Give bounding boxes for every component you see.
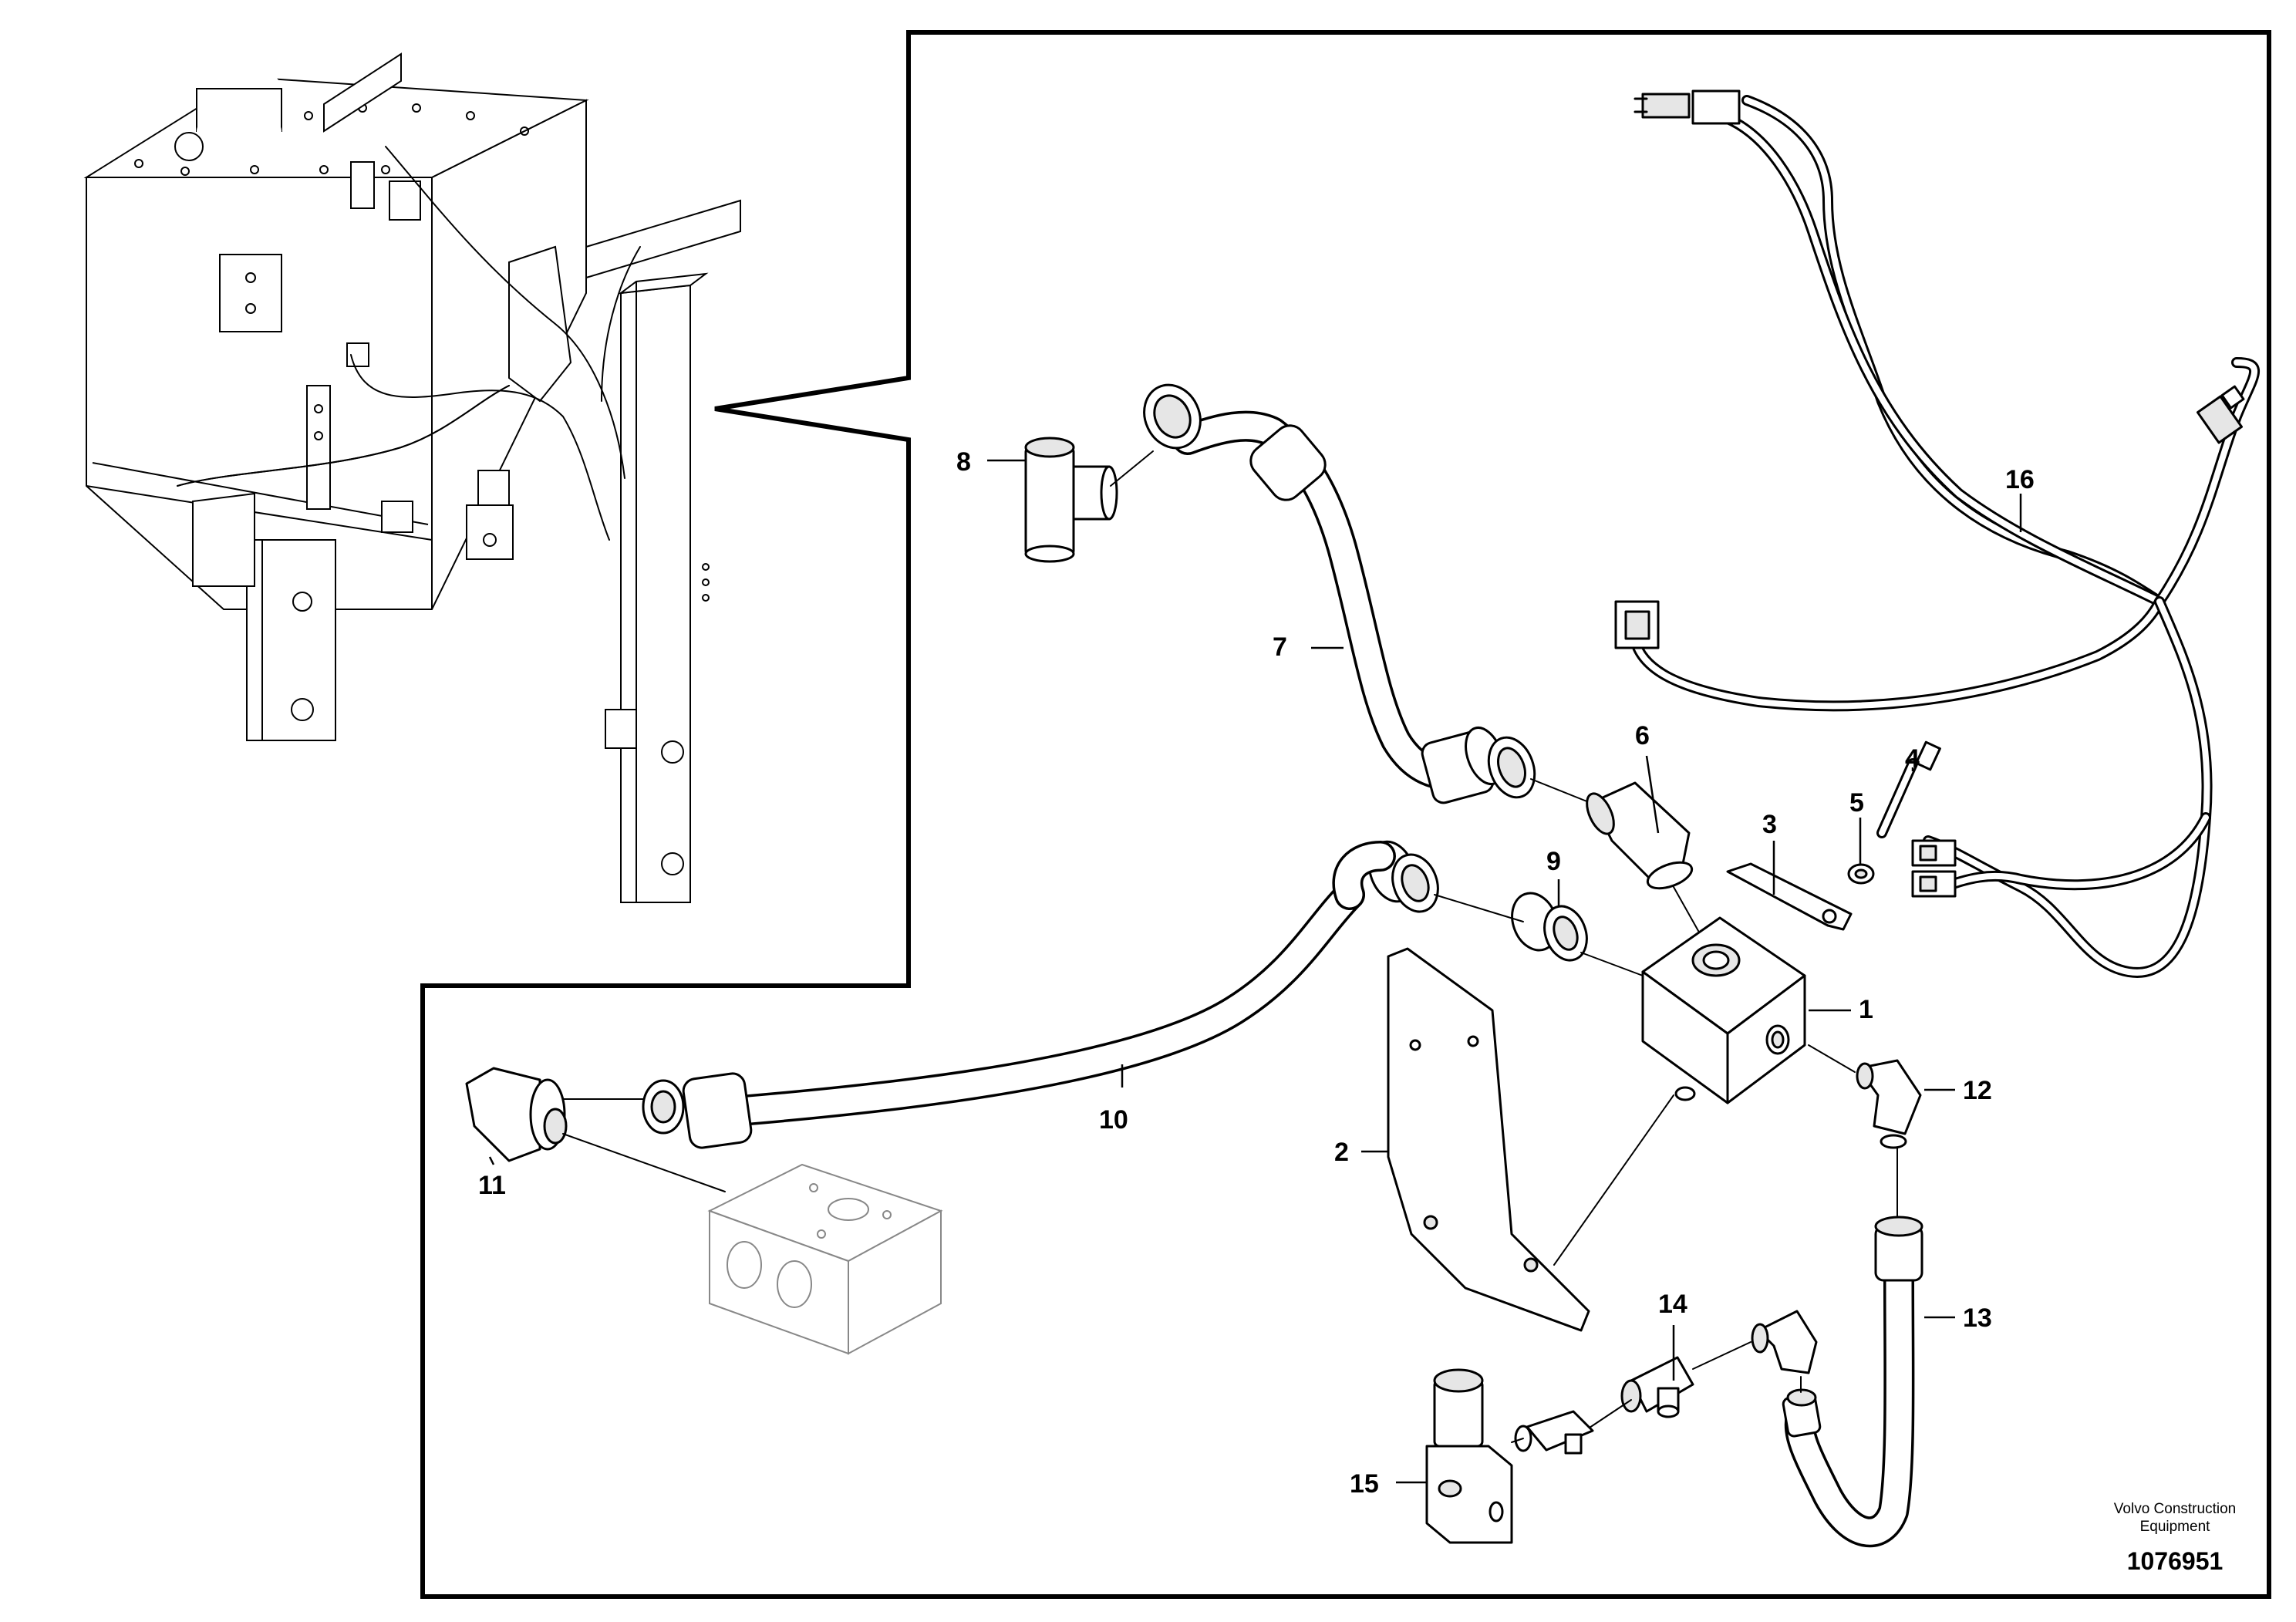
callout-5: 5 (1849, 788, 1864, 818)
part-1-valve-block (1641, 916, 1806, 1104)
wiring-harness (1614, 89, 2261, 978)
callout-9: 9 (1546, 847, 1561, 876)
brand-line-1: Volvo Construction (2114, 1501, 2236, 1517)
document-number: 1076951 (2127, 1547, 2224, 1575)
callout-11: 11 (478, 1171, 506, 1200)
part-7-hose (1143, 383, 1590, 804)
leader-lines (488, 459, 2022, 1484)
brand-line-2: Equipment (2140, 1519, 2211, 1535)
detail-frame (420, 30, 2271, 1599)
part-8-tee-fitting (1024, 437, 1154, 563)
overview-tank-assembly (83, 52, 741, 903)
manifold-block (707, 1163, 943, 1355)
callout-16: 16 (2005, 465, 2035, 494)
callout-2: 2 (1334, 1138, 1349, 1167)
part-2-bracket (1387, 947, 1674, 1332)
callout-12: 12 (1963, 1076, 1992, 1105)
callout-labels: 1 2 3 4 5 6 7 8 9 10 11 12 13 14 15 16 (478, 447, 2035, 1499)
callout-14: 14 (1658, 1290, 1687, 1319)
callout-7: 7 (1273, 632, 1287, 662)
part-11-elbow-fitting (465, 1067, 726, 1192)
callout-6: 6 (1635, 721, 1650, 750)
part-6-elbow-fitting (1586, 781, 1709, 949)
part-3-plate (1726, 862, 1853, 931)
part-4-bolt (1876, 740, 1941, 838)
part-13-hose (1782, 1216, 1923, 1548)
part-14-tee-fitting (1573, 1310, 1818, 1439)
harness-connector-lower (1911, 839, 1957, 898)
footer-block: Volvo Construction Equipment 1076951 (2114, 1501, 2236, 1575)
part-12-elbow-fitting (1808, 1044, 1922, 1219)
callout-3: 3 (1762, 810, 1777, 839)
callout-13: 13 (1963, 1303, 1992, 1333)
harness-connector-right (2196, 385, 2245, 444)
callout-15: 15 (1350, 1469, 1379, 1499)
part-10-hose (562, 840, 1524, 1149)
callout-4: 4 (1905, 744, 1920, 774)
part-9-adapter (1511, 892, 1644, 976)
callout-8: 8 (956, 447, 971, 477)
part-5-washer (1847, 863, 1875, 885)
regulator-unit (174, 66, 421, 221)
harness-connector-top (1633, 89, 1741, 125)
harness-connector-left (1614, 600, 1660, 649)
callout-10: 10 (1099, 1105, 1128, 1135)
part-15-pressure-switch (1425, 1368, 1594, 1544)
callout-1: 1 (1859, 995, 1873, 1024)
